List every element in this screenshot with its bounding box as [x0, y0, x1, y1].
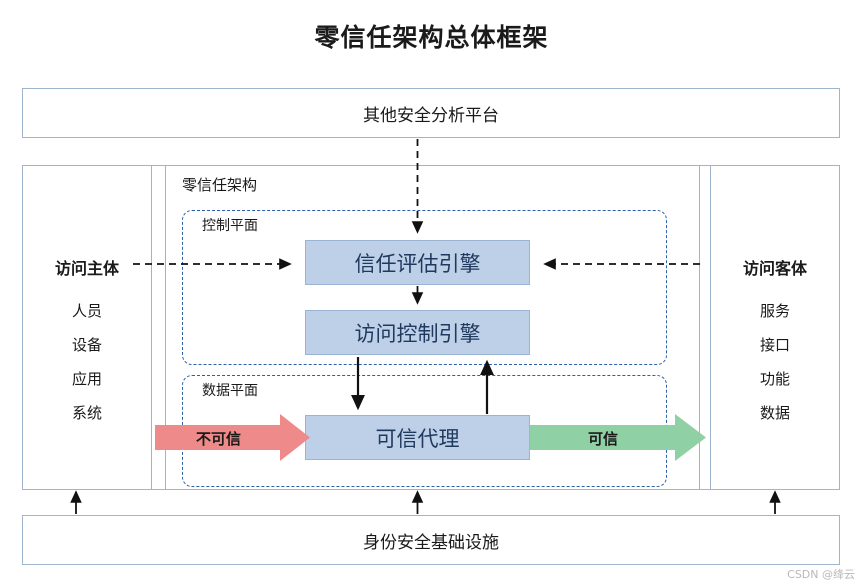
object-item-3: 数据: [759, 404, 790, 422]
data-plane-label: 数据平面: [200, 380, 260, 400]
subject-item-0: 人员: [71, 302, 102, 320]
page-title: 零信任架构总体框架: [314, 23, 549, 52]
bottom-banner-label: 身份安全基础设施: [363, 532, 499, 553]
subject-item-3: 系统: [71, 404, 102, 422]
trusted-proxy-box: 可信代理: [305, 415, 530, 460]
access-subject-title: 访问主体: [54, 259, 119, 278]
watermark: CSDN @绛云: [787, 568, 855, 581]
trusted-proxy-label: 可信代理: [375, 426, 460, 451]
zero-trust-architecture-label: 零信任架构: [182, 176, 258, 194]
top-banner-label: 其他安全分析平台: [363, 105, 499, 126]
control-plane-label: 控制平面: [200, 215, 260, 235]
control-plane-area: [182, 210, 667, 365]
trusted-flow-label: 可信: [588, 430, 619, 448]
trust-evaluation-engine-box: 信任评估引擎: [305, 240, 530, 285]
trust-evaluation-engine-label: 信任评估引擎: [354, 251, 481, 276]
access-subject-box: 访问主体 人员 设备 应用 系统: [22, 165, 152, 490]
subject-item-1: 设备: [71, 336, 102, 354]
access-control-engine-label: 访问控制引擎: [354, 321, 481, 346]
object-item-0: 服务: [759, 302, 790, 320]
access-object-box: 访问客体 服务 接口 功能 数据: [710, 165, 840, 490]
other-security-analysis-platform-box: 其他安全分析平台: [22, 88, 840, 138]
subject-item-2: 应用: [71, 370, 102, 388]
object-item-2: 功能: [759, 370, 790, 388]
untrusted-flow-label: 不可信: [196, 430, 242, 448]
identity-security-infrastructure-box: 身份安全基础设施: [22, 515, 840, 565]
access-control-engine-box: 访问控制引擎: [305, 310, 530, 355]
object-item-1: 接口: [759, 336, 790, 354]
access-object-title: 访问客体: [742, 259, 807, 278]
